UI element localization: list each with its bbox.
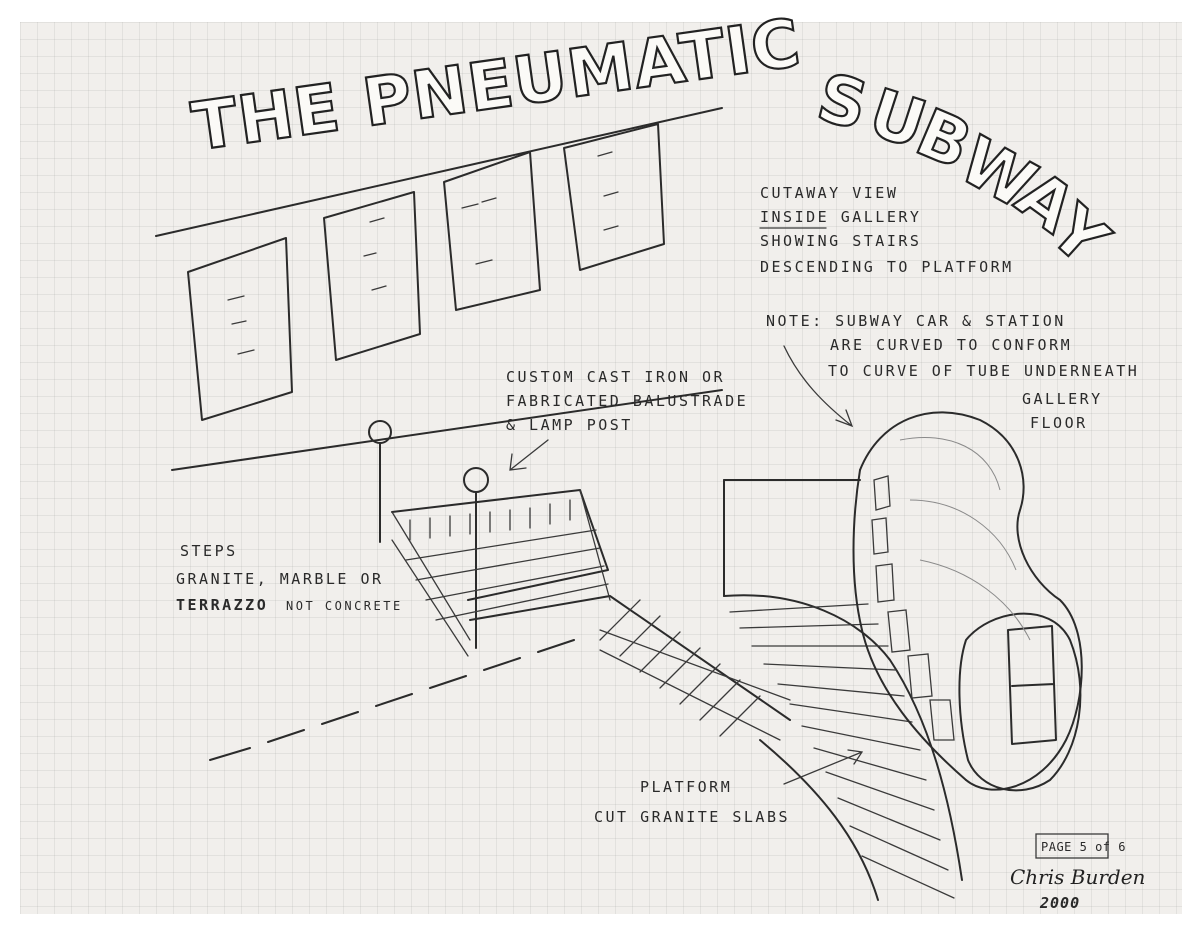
platform-inner-edge [723, 594, 963, 881]
balustrade-bottom-rail [469, 595, 791, 721]
balustrade-note: CUSTOM CAST IRON OR FABRICATED BALUSTRAD… [506, 368, 748, 434]
gallery-wall [155, 107, 723, 471]
note-line-3: TO CURVE OF TUBE UNDERNEATH [828, 362, 1139, 380]
dashed-floor-line [209, 639, 575, 761]
balustrade-line-3: & LAMP POST [506, 416, 633, 434]
cutaway-line-1: CUTAWAY VIEW [760, 184, 898, 202]
lamp-post-left [368, 420, 392, 543]
balustrade-posts [391, 489, 611, 657]
cutaway-note: CUTAWAY VIEW INSIDE GALLERY SHOWING STAI… [759, 184, 1014, 276]
car-outer-shell [859, 411, 1083, 791]
platform-note: PLATFORM CUT GRANITE SLABS [594, 778, 790, 826]
platform-outer-edge [759, 739, 879, 901]
platform [723, 479, 963, 901]
balustrade-line-1: CUSTOM CAST IRON OR [506, 368, 725, 386]
page-label: PAGE 5 of 6 [1035, 833, 1126, 859]
wall-top-line [155, 107, 723, 237]
cutaway-line-2: INSIDE GALLERY [760, 208, 921, 226]
platform-line-1: PLATFORM [640, 778, 732, 796]
car-shading [899, 436, 1031, 641]
car-door [1007, 625, 1057, 745]
steps-line-3: TERRAZZO [176, 596, 268, 614]
platform-arrow [783, 749, 864, 785]
note-line-2: ARE CURVED TO CONFORM [830, 336, 1072, 354]
balustrade-line-2: FABRICATED BALUSTRADE [506, 392, 748, 410]
steps-line-4: NOT CONCRETE [286, 599, 403, 613]
staircase [209, 420, 791, 761]
lower-steps [599, 599, 761, 737]
graph-paper [20, 22, 1182, 914]
title: THE PNEUMATIC S U B W A Y [186, 3, 1124, 282]
note-arrow [783, 345, 854, 428]
cutaway-line-4: DESCENDING TO PLATFORM [760, 258, 1014, 276]
lamp-post-right [463, 467, 489, 649]
granite-slab-lines [729, 603, 955, 899]
baluster-bars [409, 499, 571, 541]
stair-edges [599, 629, 791, 741]
title-part1: THE PNEUMATIC [188, 4, 806, 166]
upper-steps [405, 529, 609, 621]
cutaway-line-3: SHOWING STAIRS [760, 232, 921, 250]
page-label-text: PAGE 5 of 6 [1041, 840, 1126, 854]
subway-car [852, 411, 1083, 792]
arrows [509, 345, 864, 785]
platform-line-2: CUT GRANITE SLABS [594, 808, 790, 826]
painting-3 [443, 151, 541, 311]
painting-1 [187, 237, 293, 421]
steps-note: STEPS GRANITE, MARBLE OR TERRAZZO NOT CO… [176, 542, 403, 614]
note-line-4: GALLERY [1022, 390, 1103, 408]
car-inner-shell [852, 469, 967, 781]
curve-note: NOTE: SUBWAY CAR & STATION ARE CURVED TO… [766, 312, 1139, 432]
car-windows [871, 475, 955, 741]
note-line-5: FLOOR [1030, 414, 1088, 432]
painting-2 [323, 191, 421, 361]
steps-line-2: GRANITE, MARBLE OR [176, 570, 384, 588]
painting-4 [563, 123, 665, 271]
car-end-face [958, 612, 1082, 792]
signature: Chris Burden [1010, 865, 1145, 889]
wall-bottom-line [171, 389, 723, 471]
note-line-1: NOTE: SUBWAY CAR & STATION [766, 312, 1066, 330]
signature-year: 2000 [1039, 894, 1080, 912]
balustrade-arrow [509, 439, 549, 471]
steps-line-1: STEPS [180, 542, 238, 560]
